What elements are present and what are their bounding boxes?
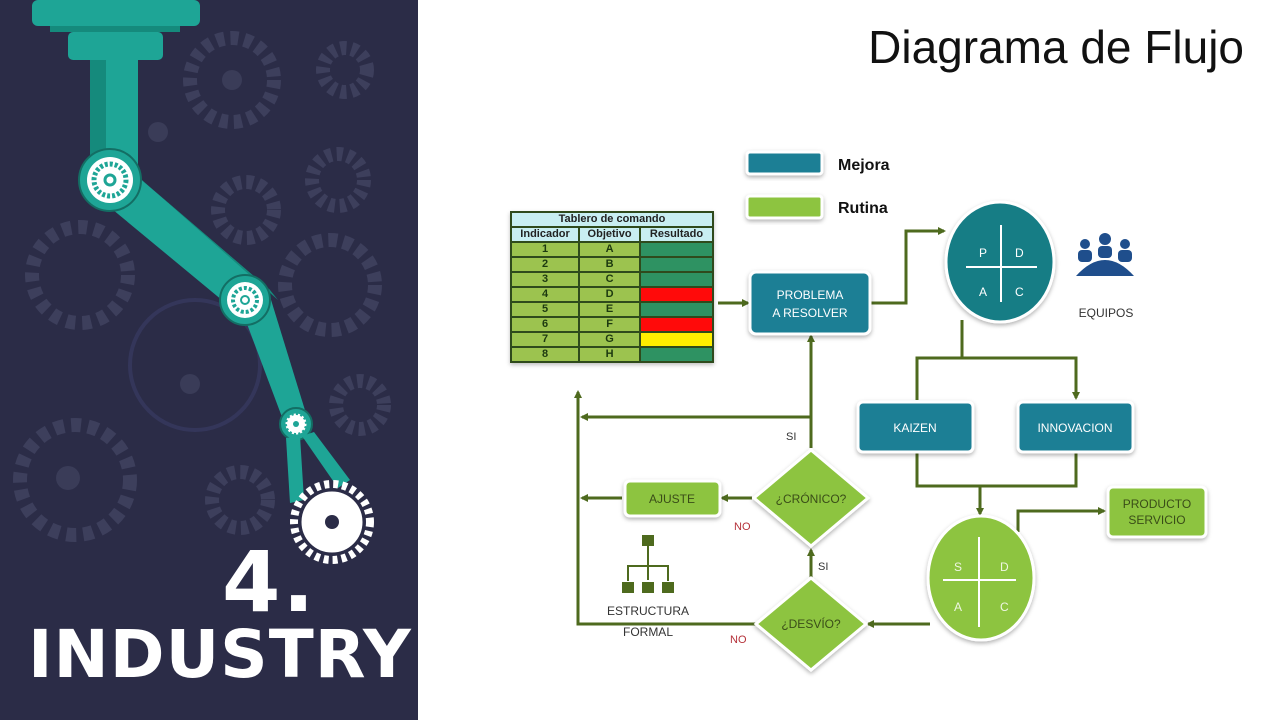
robot-arm-illustration	[13, 0, 391, 564]
resultado-cell-green	[638, 346, 715, 363]
estructura-line1: ESTRUCTURA	[607, 604, 689, 618]
indicador-cell: 6	[509, 316, 581, 333]
resultado-cell-green	[638, 256, 715, 273]
dashboard-table: Tablero de comando Indicador Objetivo Re…	[509, 211, 715, 363]
indicador-cell: 1	[509, 241, 581, 258]
node-producto-servicio	[1106, 485, 1208, 539]
objetivo-cell: F	[578, 316, 641, 333]
edge-label-si-desvio: SI	[818, 561, 828, 573]
decision-cronico	[751, 448, 871, 548]
column-header: Indicador	[509, 226, 581, 243]
edge-label-si-top: SI	[786, 431, 796, 443]
indicador-cell: 3	[509, 271, 581, 288]
resultado-cell-green	[638, 271, 715, 288]
legend-swatch-rutina	[745, 194, 824, 220]
resultado-cell-yellow	[638, 331, 715, 348]
objetivo-cell: H	[578, 346, 641, 363]
estructura-line2: FORMAL	[623, 625, 673, 639]
sdca-s: S	[954, 560, 962, 574]
objetivo-cell: C	[578, 271, 641, 288]
node-sdca-cycle	[926, 514, 1036, 642]
sdca-d: D	[1000, 560, 1009, 574]
resultado-cell-red	[638, 286, 715, 303]
brand-panel: 4. INDUSTRY	[0, 0, 418, 720]
innovacion-label: INNOVACION	[1037, 421, 1112, 435]
objetivo-cell: E	[578, 301, 641, 318]
column-header: Resultado	[638, 226, 715, 243]
indicador-cell: 5	[509, 301, 581, 318]
ajuste-label: AJUSTE	[649, 492, 695, 506]
cronico-label: ¿CRÓNICO?	[776, 491, 847, 506]
resultado-cell-green	[638, 301, 715, 318]
indicador-cell: 4	[509, 286, 581, 303]
team-icon	[1076, 233, 1134, 276]
node-ajuste	[623, 479, 722, 518]
objetivo-cell: A	[578, 241, 641, 258]
connectors	[574, 227, 1106, 628]
problema-line1: PROBLEMA	[777, 288, 844, 302]
kaizen-label: KAIZEN	[893, 421, 936, 435]
sdca-c: C	[1000, 600, 1009, 614]
brand-number: 4.	[222, 533, 317, 631]
node-kaizen	[856, 400, 975, 454]
pdca-p: P	[979, 246, 987, 260]
pdca-a: A	[979, 285, 987, 299]
node-problema-a-resolver	[748, 270, 872, 336]
brand-word: INDUSTRY	[28, 616, 412, 693]
equipos-label: EQUIPOS	[1079, 306, 1134, 320]
pdca-d: D	[1015, 246, 1024, 260]
pdca-c: C	[1015, 285, 1024, 299]
indicador-cell: 2	[509, 256, 581, 273]
node-innovacion	[1016, 400, 1135, 454]
held-gear-icon	[290, 480, 374, 564]
indicador-cell: 7	[509, 331, 581, 348]
column-header: Objetivo	[578, 226, 641, 243]
legend-label-rutina: Rutina	[838, 200, 888, 217]
sdca-a: A	[954, 600, 962, 614]
objetivo-cell: B	[578, 256, 641, 273]
background-gears-icon	[13, 31, 391, 542]
legend: Mejora Rutina	[745, 150, 890, 220]
objetivo-cell: G	[578, 331, 641, 348]
org-chart-icon	[622, 535, 674, 593]
producto-line2: SERVICIO	[1128, 513, 1185, 527]
problema-line2: A RESOLVER	[772, 306, 847, 320]
indicador-cell: 8	[509, 346, 581, 363]
joint-gear-icon	[78, 148, 142, 212]
table-caption: Tablero de comando	[510, 211, 714, 228]
resultado-cell-red	[638, 316, 715, 333]
resultado-cell-green	[638, 241, 715, 258]
edge-label-no-desvio: NO	[730, 634, 747, 646]
objetivo-cell: D	[578, 286, 641, 303]
page-title: Diagrama de Flujo	[868, 21, 1244, 73]
legend-swatch-mejora	[745, 150, 824, 176]
edge-label-no-cronico: NO	[734, 521, 751, 533]
desvio-label: ¿DESVÍO?	[781, 616, 841, 631]
decision-desvio	[753, 576, 869, 672]
producto-line1: PRODUCTO	[1123, 497, 1191, 511]
legend-label-mejora: Mejora	[838, 157, 890, 174]
